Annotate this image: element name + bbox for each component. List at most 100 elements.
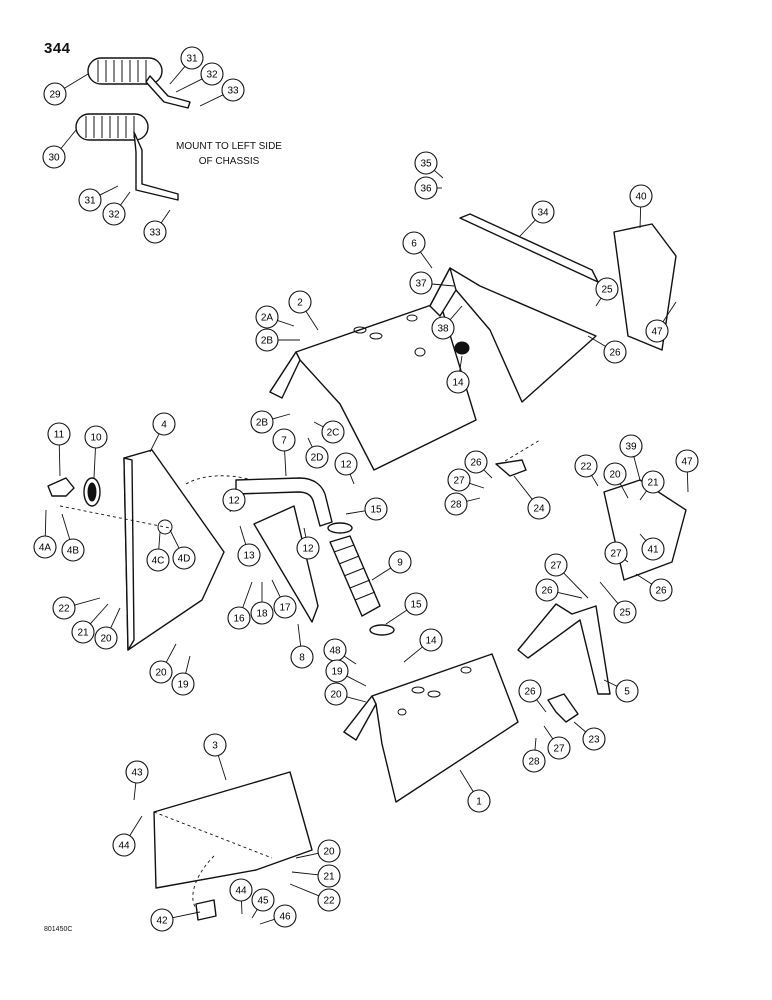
callout-leader [431, 283, 455, 287]
callout-circle [273, 595, 297, 619]
callout-circle [464, 450, 488, 474]
callout-4a: 4A [33, 509, 57, 559]
callout-10: 10 [84, 425, 108, 479]
callout-label: 3 [212, 741, 218, 752]
callout-31: 31 [169, 46, 204, 85]
callout-circle [404, 592, 428, 616]
callout-leader [259, 918, 275, 925]
callout-30: 30 [42, 129, 77, 169]
callout-circle [388, 550, 412, 574]
callout-circle [94, 626, 118, 650]
callout-label: 4C [152, 556, 165, 567]
callout-19: 19 [171, 655, 195, 696]
callout-label: 27 [453, 476, 465, 487]
callout-21: 21 [291, 864, 341, 888]
callout-circle [152, 412, 176, 436]
callout-26: 26 [535, 578, 583, 602]
callout-circle [527, 496, 551, 520]
cover-2 [269, 301, 477, 471]
callout-circle [71, 620, 95, 644]
callout-label: 28 [528, 757, 540, 768]
callout-35: 35 [414, 151, 444, 179]
callout-circle [200, 62, 224, 86]
callout-label: 22 [58, 604, 70, 615]
callout-circle [290, 645, 314, 669]
callout-leader [185, 655, 191, 674]
callout-leader [61, 513, 71, 540]
callout-36: 36 [414, 176, 442, 200]
callout-label: 41 [647, 545, 659, 556]
callout-14: 14 [446, 355, 470, 394]
callout-leader [284, 450, 287, 477]
callout-circle [237, 543, 261, 567]
callout-18: 18 [250, 582, 274, 625]
callout-circle [645, 319, 669, 343]
callout-label: 29 [49, 90, 61, 101]
callout-label: 20 [330, 690, 342, 701]
callout-47: 47 [675, 449, 699, 493]
panel-4 [59, 449, 267, 651]
callout-circle [112, 833, 136, 857]
callout-circle [414, 176, 438, 200]
callout-circle [574, 454, 598, 478]
callout-label: 46 [279, 912, 291, 923]
callout-circle [272, 428, 296, 452]
bracket-39 [603, 479, 687, 581]
callout-leader [217, 755, 227, 781]
callout-26: 26 [635, 573, 673, 602]
callout-46: 46 [259, 904, 297, 928]
drawing-code: 801450C [44, 926, 73, 933]
callout-22: 22 [289, 883, 341, 912]
callout-circle [603, 462, 627, 486]
callout-6: 6 [402, 231, 433, 269]
callout-label: 11 [54, 430, 65, 441]
callout-label: 33 [227, 86, 239, 97]
callout-label: 15 [410, 600, 422, 611]
callout-leader [169, 529, 180, 549]
callout-leader [591, 475, 599, 487]
callout-2: 2 [288, 290, 319, 331]
callout-leader [619, 483, 629, 499]
callout-label: 12 [228, 496, 240, 507]
callout-33: 33 [143, 209, 171, 244]
callout-44: 44 [229, 878, 253, 915]
callout-13: 13 [237, 525, 261, 567]
callout-label: 27 [610, 549, 622, 560]
callout-circle [419, 628, 443, 652]
callout-leader [272, 413, 291, 420]
callout-leader [271, 579, 281, 598]
callout-circle [172, 546, 196, 570]
callout-label: 26 [470, 458, 482, 469]
callout-circle [582, 727, 606, 751]
bracket-5 [517, 603, 611, 695]
callout-leader [242, 581, 253, 608]
callout-33: 33 [199, 78, 245, 107]
callout-label: 6 [411, 239, 417, 250]
callout-label: 12 [302, 544, 314, 555]
callout-label: 22 [580, 462, 592, 473]
callout-label: 33 [149, 228, 161, 239]
callout-circle [431, 316, 455, 340]
callout-21: 21 [71, 603, 109, 644]
bar-34 [459, 213, 599, 283]
callout-label: 28 [450, 500, 462, 511]
callout-circle [143, 220, 167, 244]
callout-leader [165, 643, 177, 663]
callout-circle [296, 536, 320, 560]
callout-11: 11 [47, 422, 71, 477]
callout-leader [64, 73, 89, 89]
latch-42 [195, 899, 217, 921]
callout-label: 4B [67, 546, 80, 557]
callout-label: 44 [235, 886, 247, 897]
callout-leader [599, 581, 619, 604]
callout-circle [47, 422, 71, 446]
callout-circle [444, 492, 468, 516]
callout-label: 13 [243, 551, 255, 562]
callout-5: 5 [603, 679, 639, 703]
callout-circle [446, 370, 470, 394]
callout-leader [420, 251, 433, 269]
callout-circle [250, 601, 274, 625]
callout-label: 2 [297, 298, 303, 309]
callout-circle [203, 733, 227, 757]
callout-leader [44, 509, 47, 537]
